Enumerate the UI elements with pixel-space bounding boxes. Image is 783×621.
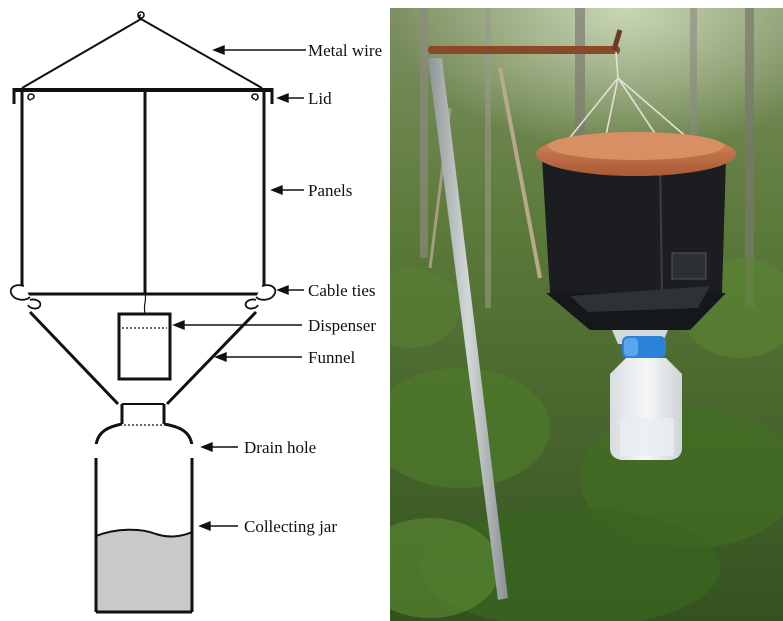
label-drain-hole: Drain hole — [244, 438, 317, 457]
funnel — [28, 310, 258, 424]
dispenser — [117, 293, 172, 381]
trap-schematic-diagram — [9, 11, 306, 614]
label-lid: Lid — [308, 89, 332, 108]
trap-field-photo — [390, 8, 783, 621]
label-panels: Panels — [308, 181, 353, 200]
lid — [12, 88, 274, 104]
collecting-jar — [90, 422, 198, 614]
label-cable-ties: Cable ties — [308, 281, 376, 300]
metal-pole — [428, 58, 508, 600]
label-funnel: Funnel — [308, 348, 356, 367]
panels — [20, 90, 266, 296]
cable-ties — [9, 284, 277, 310]
label-collecting-jar: Collecting jar — [244, 517, 338, 536]
label-dispenser: Dispenser — [308, 316, 376, 335]
rusty-crossbar — [428, 46, 620, 54]
label-metal-wire: Metal wire — [308, 41, 383, 60]
hanging-strings — [567, 51, 691, 141]
forest-background — [390, 8, 783, 621]
annotation-arrows — [172, 44, 306, 532]
metal-wire — [21, 11, 263, 89]
